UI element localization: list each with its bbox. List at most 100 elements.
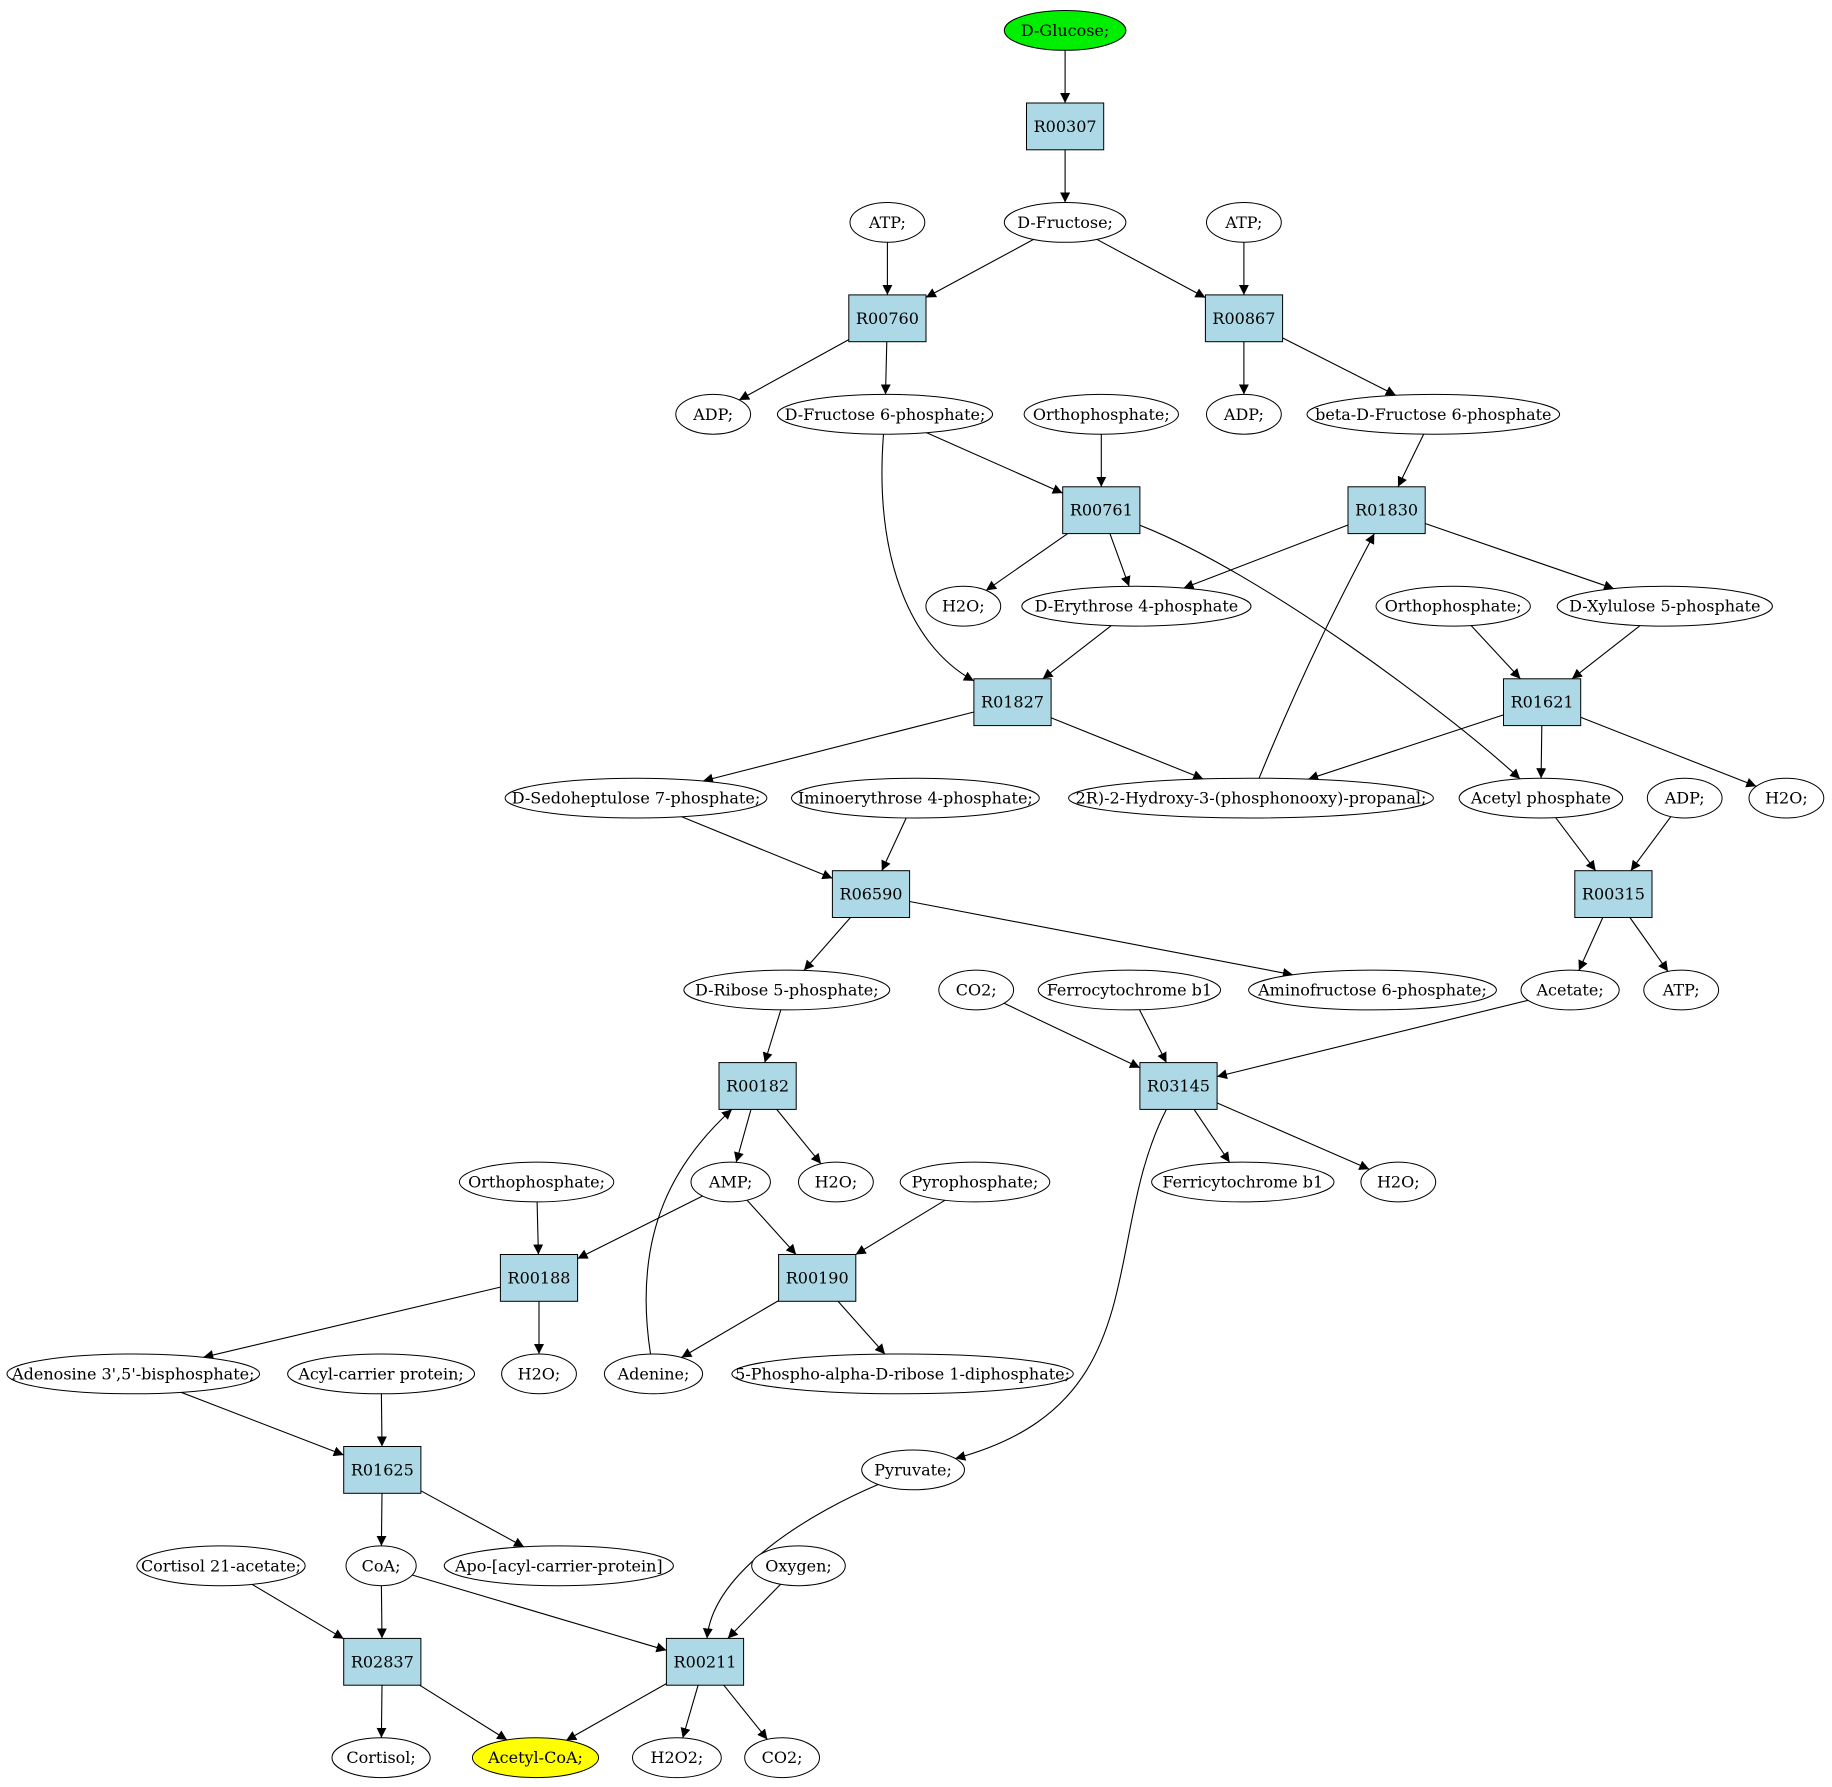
metabolite-ellipse [6, 1353, 261, 1395]
edge-r01625-to-n_apoacp [420, 1490, 525, 1548]
reaction-node-r00760[interactable]: R00760 [848, 294, 927, 343]
metabolite-node-n_amp[interactable]: AMP; [690, 1161, 771, 1203]
metabolite-node-n_adenine[interactable]: Adenine; [603, 1353, 704, 1395]
metabolite-node-n_cortac[interactable]: Cortisol 21-acetate; [136, 1545, 306, 1587]
metabolite-ellipse [1643, 969, 1720, 1011]
reaction-node-r00211[interactable]: R00211 [665, 1637, 745, 1686]
reaction-box [1139, 1062, 1218, 1110]
reaction-box [343, 1446, 422, 1494]
metabolite-ellipse [683, 969, 891, 1011]
node-label: D-Fructose; [1017, 213, 1113, 232]
metabolite-node-n_fructose[interactable]: D-Fructose; [1003, 202, 1127, 243]
reaction-node-r00315[interactable]: R00315 [1574, 870, 1653, 919]
metabolite-node-n_adp1[interactable]: ADP; [675, 393, 752, 435]
metabolite-node-n_atp2[interactable]: ATP; [1206, 202, 1282, 243]
metabolite-ellipse [899, 1161, 1051, 1203]
reaction-node-r03145[interactable]: R03145 [1139, 1062, 1218, 1110]
metabolite-node-n_h2o1[interactable]: H2O; [925, 585, 1002, 627]
reaction-node-r02837[interactable]: R02837 [343, 1637, 422, 1686]
metabolite-ellipse [925, 585, 1002, 627]
metabolite-node-n_adp3[interactable]: ADP; [1646, 777, 1723, 819]
edge-n_ferro-to-r03145 [1139, 1009, 1167, 1063]
edge-n_adenine-to-r00182 [645, 1108, 733, 1355]
edge-r00761-to-n_e4p [1109, 533, 1131, 587]
metabolite-node-n_e4p[interactable]: D-Erythrose 4-phosphate [1021, 585, 1252, 627]
metabolite-node-n_acp[interactable]: Acetyl phosphate [1458, 777, 1624, 819]
metabolite-ellipse [849, 202, 926, 243]
metabolite-node-n_h2o3[interactable]: H2O; [798, 1161, 874, 1203]
metabolite-node-n_atp1[interactable]: ATP; [849, 202, 926, 243]
metabolite-node-n_coa[interactable]: CoA; [345, 1545, 417, 1587]
metabolite-node-n_bf6p[interactable]: beta-D-Fructose 6-phosphate [1306, 393, 1561, 435]
node-label: D-Sedoheptulose 7-phosphate; [512, 789, 760, 808]
metabolite-node-n_prpp[interactable]: 5-Phospho-alpha-D-ribose 1-diphosphate; [731, 1353, 1074, 1395]
node-label: CO2; [956, 981, 997, 1000]
metabolite-node-n_acetate[interactable]: Acetate; [1520, 969, 1620, 1011]
reaction-node-r00190[interactable]: R00190 [778, 1254, 857, 1302]
metabolite-node-n_apoacp[interactable]: Apo-[acyl-carrier-protein] [443, 1545, 674, 1587]
metabolite-node-n_ie4p[interactable]: Iminoerythrose 4-phosphate; [791, 777, 1040, 819]
edge-n_co2a-to-r03145 [1003, 1002, 1141, 1069]
reaction-node-r01830[interactable]: R01830 [1347, 486, 1426, 535]
metabolite-node-n_ppi[interactable]: Pyrophosphate; [899, 1161, 1051, 1203]
metabolite-node-n_acyl[interactable]: Acyl-carrier protein; [287, 1353, 476, 1395]
node-label: R01625 [351, 1460, 414, 1479]
reaction-node-r00761[interactable]: R00761 [1062, 486, 1141, 535]
metabolite-node-n_h2o2[interactable]: H2O; [1748, 777, 1825, 819]
metabolite-ellipse [632, 1737, 722, 1779]
node-label: ATP; [1662, 981, 1700, 1000]
metabolite-node-n_pap[interactable]: Adenosine 3',5'-bisphosphate; [6, 1353, 261, 1395]
metabolite-ellipse [1037, 969, 1222, 1011]
metabolite-node-n_h2o5[interactable]: H2O; [501, 1353, 577, 1395]
reaction-node-r00867[interactable]: R00867 [1204, 294, 1284, 343]
edge-r03145-to-n_pyruvate [955, 1109, 1167, 1461]
reaction-box [778, 1254, 857, 1302]
node-label: H2O2; [650, 1748, 703, 1767]
metabolite-node-n_af6p[interactable]: Aminofructose 6-phosphate; [1248, 969, 1497, 1011]
metabolite-node-n_r5p[interactable]: D-Ribose 5-phosphate; [683, 969, 891, 1011]
node-label: Pyrophosphate; [912, 1173, 1039, 1192]
metabolite-node-n_adp2[interactable]: ADP; [1206, 393, 1282, 435]
node-label: Orthophosphate; [1385, 597, 1522, 616]
metabolite-node-n_co2b[interactable]: CO2; [744, 1737, 820, 1779]
node-label: ADP; [1223, 405, 1264, 424]
metabolite-node-n_acetylcoa[interactable]: Acetyl-CoA; [471, 1737, 600, 1779]
reaction-box [665, 1637, 745, 1686]
metabolite-ellipse [675, 393, 752, 435]
metabolite-node-n_f6p[interactable]: D-Fructose 6-phosphate; [776, 393, 994, 435]
metabolite-node-n_h2o4[interactable]: H2O; [1360, 1161, 1437, 1203]
metabolite-node-n_atp3[interactable]: ATP; [1643, 969, 1720, 1011]
metabolite-node-n_glucose[interactable]: D-Glucose; [1003, 10, 1127, 51]
reaction-node-r00182[interactable]: R00182 [718, 1062, 797, 1110]
node-label: beta-D-Fructose 6-phosphate [1315, 405, 1551, 424]
metabolite-node-n_g3p[interactable]: 2R)-2-Hydroxy-3-(phosphonooxy)-propanal; [1068, 777, 1434, 819]
edge-r00761-to-n_acp [1139, 524, 1521, 780]
metabolite-ellipse [690, 1161, 771, 1203]
metabolite-node-n_co2a[interactable]: CO2; [938, 969, 1015, 1011]
reaction-node-r01625[interactable]: R01625 [343, 1446, 422, 1494]
metabolite-node-n_ortho1[interactable]: Orthophosphate; [1023, 393, 1180, 435]
reaction-box [973, 678, 1052, 727]
reaction-node-r01827[interactable]: R01827 [973, 678, 1052, 727]
metabolite-node-n_xu5p[interactable]: D-Xylulose 5-phosphate [1556, 585, 1773, 627]
reaction-node-r06590[interactable]: R06590 [831, 870, 911, 919]
edge-n_f6p-to-r00761 [926, 432, 1063, 494]
metabolite-node-n_oxygen[interactable]: Oxygen; [751, 1545, 846, 1587]
reaction-node-r00188[interactable]: R00188 [499, 1254, 579, 1302]
metabolite-node-n_pyruvate[interactable]: Pyruvate; [861, 1449, 965, 1491]
metabolite-node-n_ferro[interactable]: Ferrocytochrome b1 [1037, 969, 1222, 1011]
node-label: D-Glucose; [1021, 21, 1109, 40]
metabolite-node-n_ortho2[interactable]: Orthophosphate; [1375, 585, 1531, 627]
node-label: R06590 [840, 885, 903, 904]
reaction-node-r00307[interactable]: R00307 [1026, 102, 1105, 151]
reaction-node-r01621[interactable]: R01621 [1503, 678, 1582, 727]
metabolite-ellipse [791, 777, 1040, 819]
metabolite-node-n_ferri[interactable]: Ferricytochrome b1 [1151, 1161, 1335, 1203]
metabolite-node-n_ortho3[interactable]: Orthophosphate; [458, 1161, 615, 1203]
metabolite-ellipse [1021, 585, 1252, 627]
metabolite-ellipse [1520, 969, 1620, 1011]
metabolite-node-n_h2o2b[interactable]: H2O2; [632, 1737, 722, 1779]
metabolite-node-n_s7p[interactable]: D-Sedoheptulose 7-phosphate; [504, 777, 768, 819]
metabolite-node-n_cortisol[interactable]: Cortisol; [331, 1737, 431, 1779]
edge-n_coa-to-r00211 [412, 1574, 667, 1653]
